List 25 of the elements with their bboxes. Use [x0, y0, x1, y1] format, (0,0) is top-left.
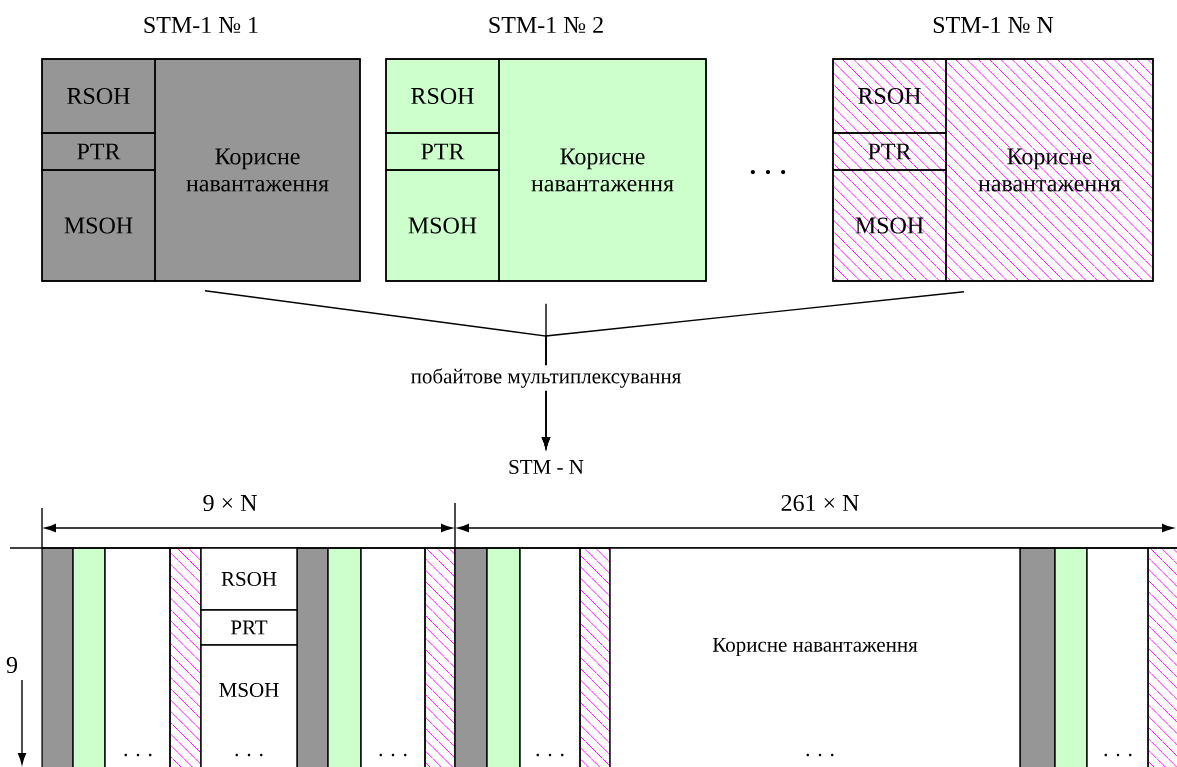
overhead-cell: PRT — [200, 609, 298, 646]
payload-cell: Корисне навантаження — [154, 58, 361, 282]
overhead-cell: Корисне навантаження . . . — [609, 547, 1021, 767]
dimension-label: 9 × N — [203, 494, 257, 512]
overhead-cell: PTR — [385, 132, 500, 171]
frame-title: STM - N — [509, 459, 584, 475]
ellipsis: . . . — [124, 753, 152, 757]
arrow — [541, 291, 965, 449]
overhead-cell: MSOH — [385, 169, 500, 282]
node-label: STM-1 № 2 — [489, 16, 603, 34]
ellipsis: . . . — [536, 753, 564, 757]
overhead-cell: RSOH — [385, 58, 500, 134]
dimension-label: 9 — [6, 656, 17, 674]
ellipsis: . . . — [1104, 753, 1132, 757]
ellipsis: . . . — [379, 753, 407, 757]
overhead-cell: MSOH — [41, 169, 156, 282]
overhead-cell: RSOH — [200, 547, 298, 611]
overhead-cell: RSOH — [41, 58, 156, 134]
edge-label: побайтове мультиплексування — [407, 365, 685, 391]
node-label: STM-1 № 1 — [144, 16, 258, 34]
overhead-cell: PTR — [41, 132, 156, 171]
dimension-label: 261 × N — [781, 494, 859, 512]
ellipsis: . . . — [750, 169, 786, 175]
node-label: STM-1 № N — [933, 16, 1054, 34]
payload-cell: Корисне навантаження — [498, 58, 707, 282]
